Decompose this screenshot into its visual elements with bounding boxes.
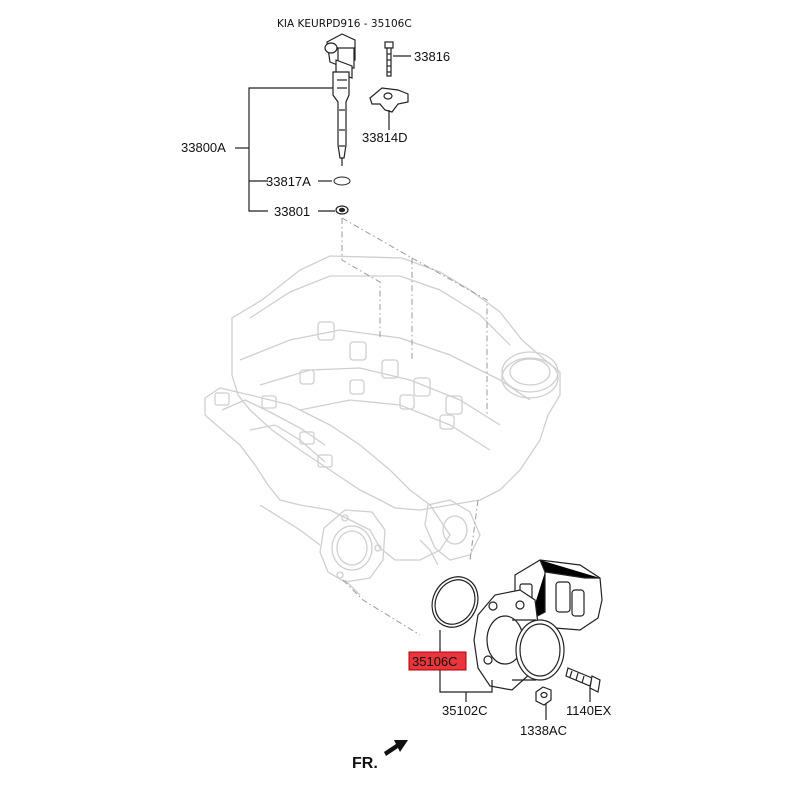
callout-throttle-body[interactable]: 35102C	[442, 703, 488, 718]
highlight-box	[408, 651, 467, 671]
nut-part	[535, 686, 552, 706]
flange-bolt-part	[565, 667, 601, 693]
engine-head-illustration	[204, 255, 561, 596]
callout-washer[interactable]: 33801	[274, 204, 310, 219]
callout-clamp[interactable]: 33814D	[362, 130, 408, 145]
callout-injector[interactable]: 33800A	[181, 140, 226, 155]
washer-part	[335, 205, 349, 215]
diagram-title: KIA KEURPD916 - 35106C	[277, 18, 412, 30]
callout-o-ring[interactable]: 33817A	[266, 174, 311, 189]
arrow-icon	[384, 740, 408, 756]
callout-bolt[interactable]: 33816	[414, 49, 450, 64]
assembly-centerlines	[341, 217, 488, 636]
front-label: FR.	[352, 755, 378, 772]
gasket-part	[431, 576, 479, 628]
front-indicator: FR.	[352, 740, 408, 772]
callout-flange-bolt[interactable]: 1140EX	[566, 703, 612, 718]
clamp-part	[369, 87, 409, 113]
highlighted-callout[interactable]: 35106C	[408, 651, 467, 671]
throttle-body-part	[473, 559, 603, 691]
callout-nut[interactable]: 1338AC	[520, 723, 567, 738]
callout-highlighted-part[interactable]: 35106C	[412, 654, 458, 669]
bolt-part	[384, 41, 394, 77]
injector-part	[324, 33, 356, 166]
o-ring-part	[333, 176, 351, 186]
